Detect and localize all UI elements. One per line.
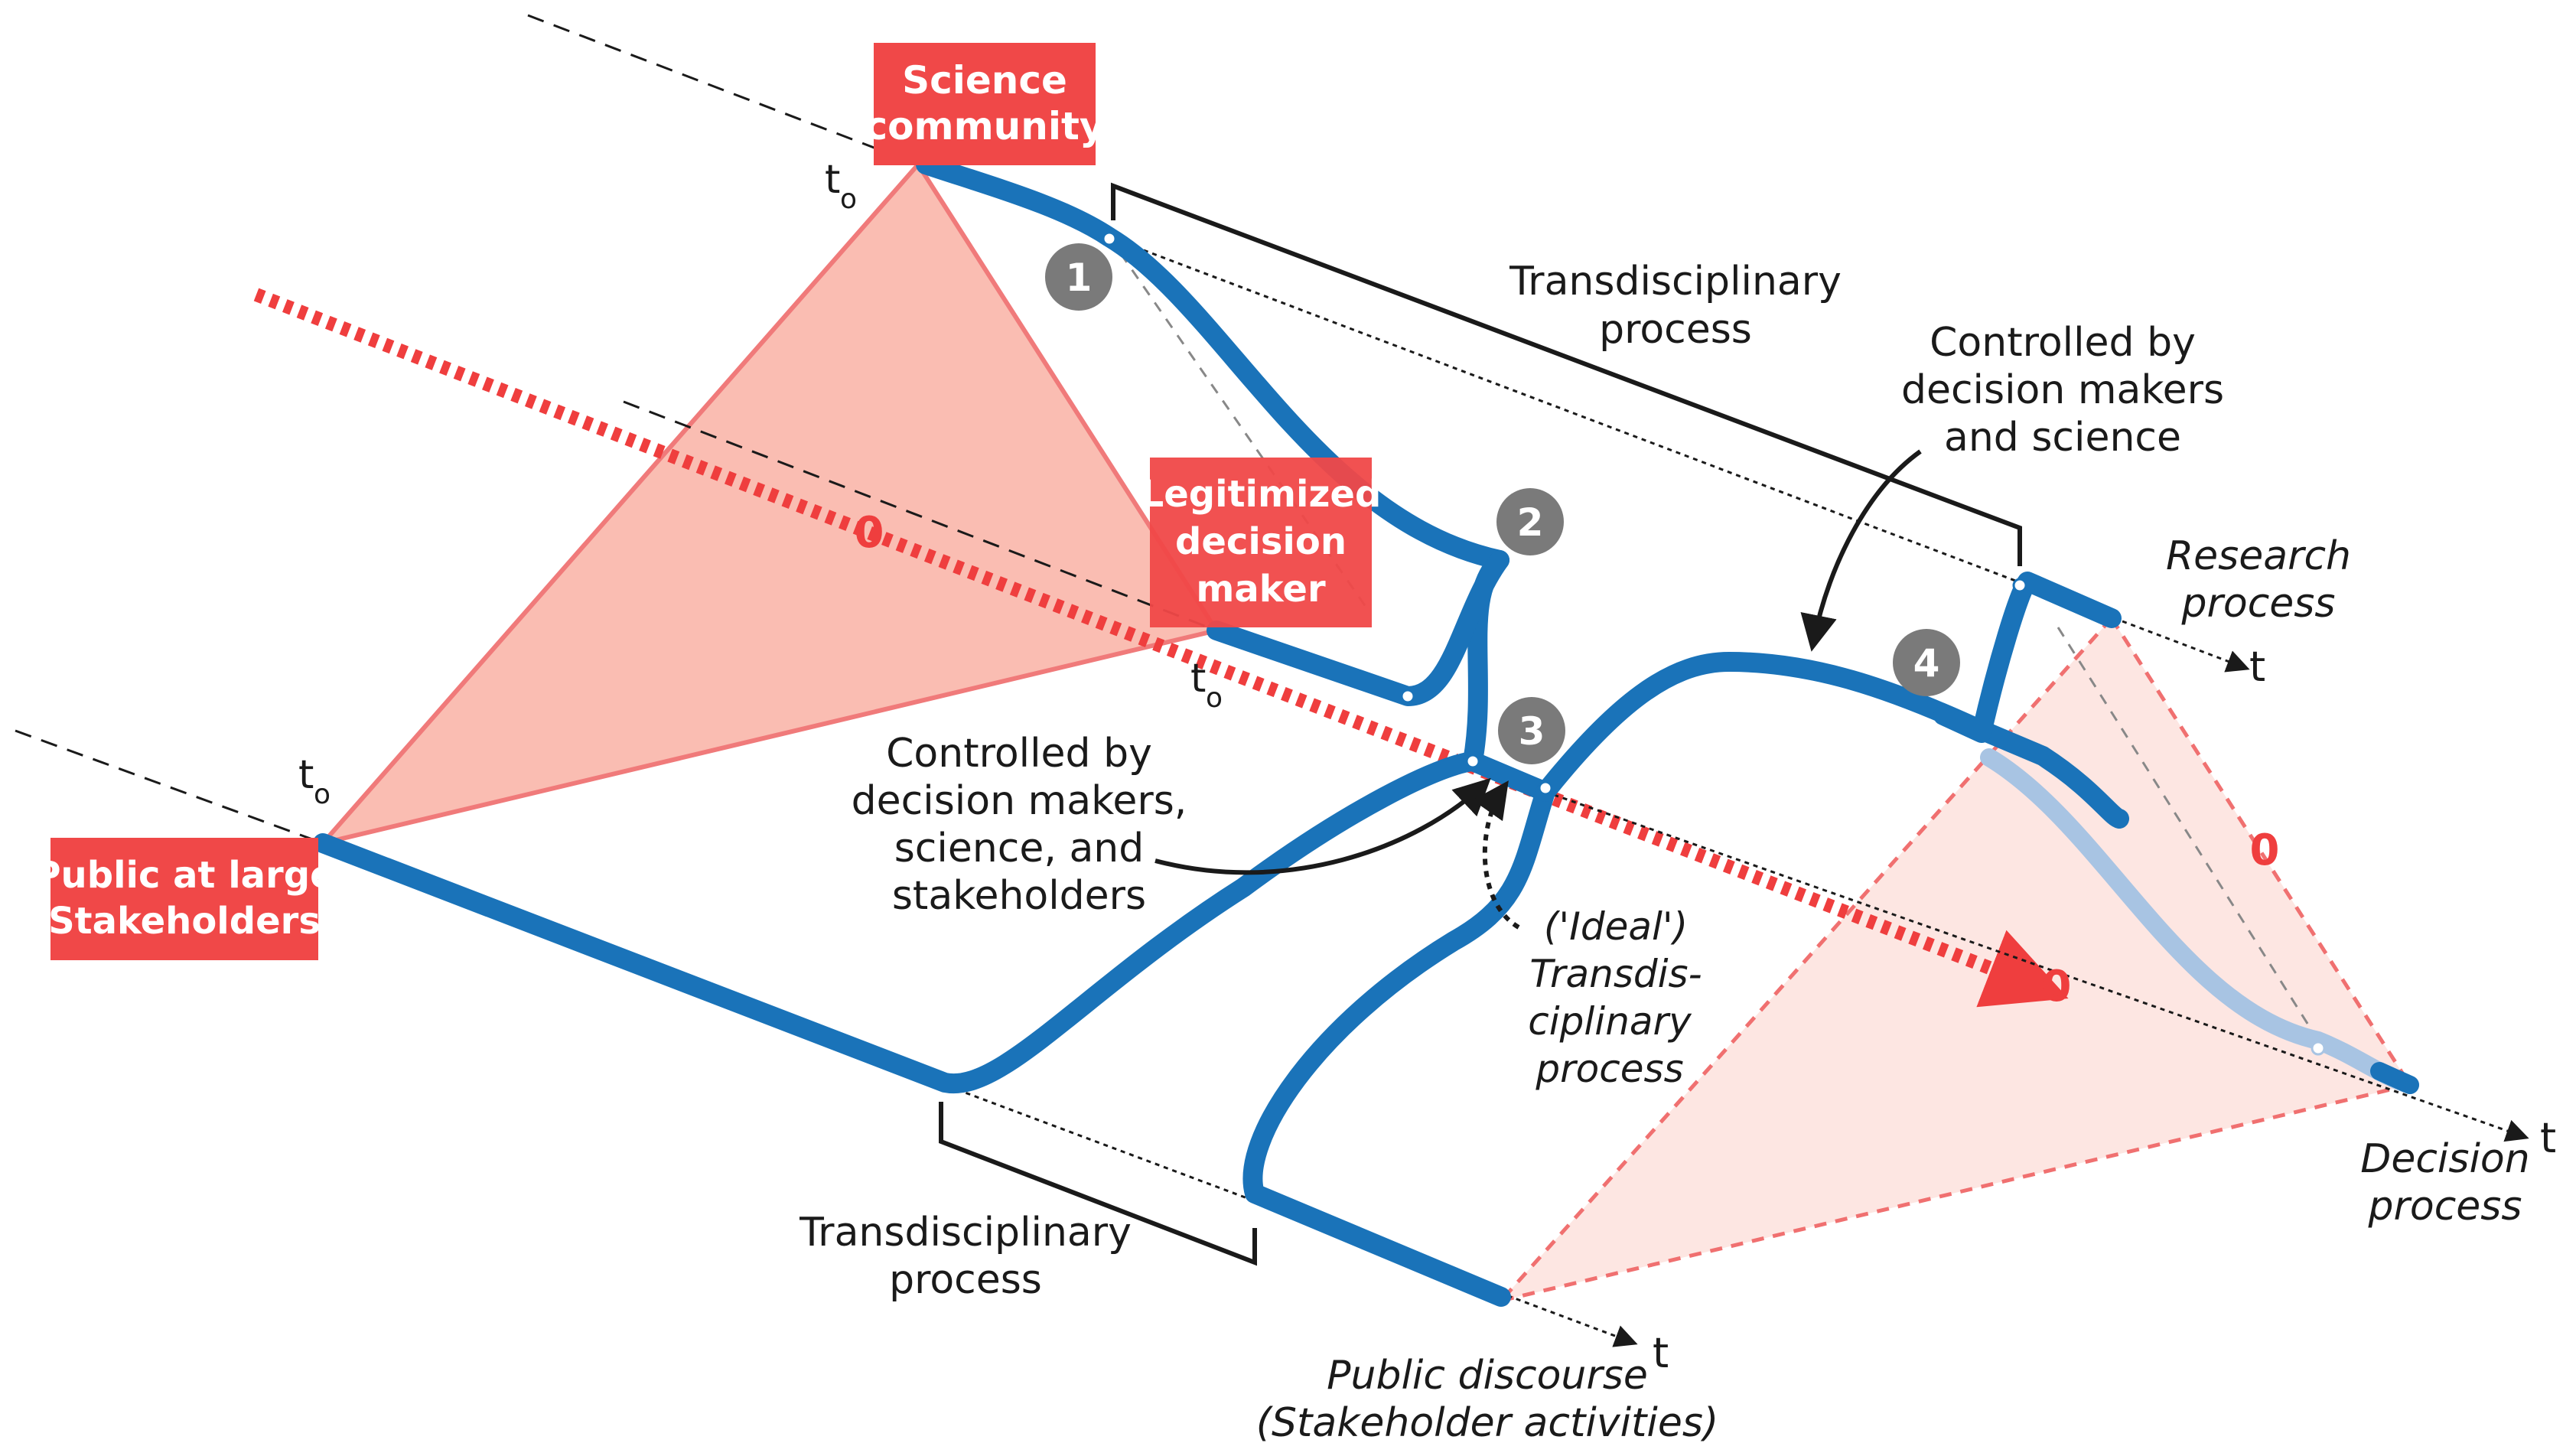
future-link — [2057, 627, 2320, 1041]
svg-text:decision makers,: decision makers, — [852, 778, 1187, 824]
svg-text:Decision: Decision — [2360, 1136, 2529, 1182]
process-paths — [313, 155, 2129, 1307]
decision-axis-past — [623, 400, 1217, 632]
research-path — [916, 155, 1509, 771]
svg-text:process: process — [2368, 1184, 2522, 1230]
bracket-bottom — [939, 1102, 1257, 1266]
svg-text:maker: maker — [1196, 568, 1326, 611]
t-research: t — [2249, 643, 2265, 691]
svg-text:Science: Science — [902, 58, 1067, 103]
controlled-all-label: Controlled by decision makers, science, … — [852, 731, 1187, 919]
t0-science: t o — [825, 157, 857, 215]
svg-text:3: 3 — [1519, 709, 1545, 754]
public-box: Public at large (Stakeholders) — [31, 838, 337, 960]
svg-text:Transdisciplinary: Transdisciplinary — [1509, 259, 1842, 305]
svg-text:o: o — [1206, 682, 1223, 714]
svg-text:process: process — [2181, 581, 2336, 627]
research-process-label: Research process — [2166, 533, 2351, 627]
decision-maker-path — [1207, 550, 1509, 706]
td-process-top-label: Transdisciplinary process — [1509, 259, 1842, 353]
svg-text:(Stakeholder activities): (Stakeholder activities) — [1256, 1400, 1719, 1446]
decision-axis — [1545, 790, 2529, 1142]
central-time-axis — [253, 288, 2069, 1008]
research-axis-past — [527, 14, 919, 166]
svg-text:ciplinary: ciplinary — [1528, 999, 1692, 1044]
junction-dot — [1400, 689, 1415, 704]
controlled-dms-label: Controlled by decision makers and scienc… — [1901, 320, 2224, 461]
svg-text:Research: Research — [2166, 533, 2351, 579]
svg-text:decision makers: decision makers — [1901, 367, 2224, 413]
decision-path — [1536, 652, 2129, 829]
t0-decision: t o — [1190, 656, 1223, 714]
bracket-top — [1111, 182, 2022, 566]
decision-path-future — [1980, 748, 2419, 1094]
ideal-process-arrow — [1472, 780, 1520, 930]
svg-text:process: process — [1599, 307, 1752, 353]
ideal-segment — [1463, 751, 1555, 802]
decision-path-end — [2370, 1062, 2419, 1094]
svg-text:Public at large: Public at large — [34, 854, 334, 897]
svg-text:o: o — [840, 184, 857, 215]
svg-text:Public discourse: Public discourse — [1327, 1353, 1648, 1399]
decision-maker-box: Legitimized decision maker — [1141, 458, 1382, 627]
svg-text:Transdis-: Transdis- — [1529, 952, 1702, 996]
science-community-box: Science community — [865, 43, 1105, 165]
svg-text:science, and: science, and — [894, 826, 1145, 871]
public-axis-past — [15, 729, 324, 845]
junction-dot — [1465, 754, 1480, 769]
t-decision: t — [2540, 1114, 2556, 1162]
origin-marker: 0 — [855, 508, 884, 558]
t0-public: t o — [298, 752, 331, 810]
svg-text:Controlled by: Controlled by — [1930, 320, 2196, 366]
svg-text:t: t — [825, 157, 840, 203]
step-badge-4: 4 — [1893, 629, 1960, 696]
svg-text:process: process — [1535, 1047, 1683, 1091]
junction-dot — [2311, 1041, 2326, 1056]
svg-text:(Stakeholders): (Stakeholders) — [31, 900, 337, 943]
svg-text:t: t — [1190, 656, 1206, 702]
controlled-all-arrow — [1154, 777, 1491, 875]
origin-marker: 0 — [2042, 962, 2072, 1011]
svg-text:stakeholders: stakeholders — [892, 873, 1146, 919]
origin-marker: 0 — [2250, 826, 2280, 875]
svg-text:and science: and science — [1944, 415, 2181, 461]
td-process-bottom-label: Transdisciplinary process — [799, 1210, 1132, 1303]
decision-process-label: Decision process — [2360, 1136, 2529, 1230]
public-axis — [948, 1085, 1638, 1347]
svg-text:Legitimized: Legitimized — [1141, 473, 1382, 516]
svg-text:4: 4 — [1913, 641, 1940, 686]
step-badge-2: 2 — [1496, 488, 1564, 555]
svg-text:process: process — [889, 1257, 1042, 1303]
controlled-dms-arrow — [1800, 449, 1922, 652]
svg-text:2: 2 — [1517, 500, 1544, 545]
svg-text:decision: decision — [1175, 520, 1347, 563]
svg-text:1: 1 — [1066, 256, 1093, 300]
svg-text:('Ideal'): ('Ideal') — [1544, 904, 1688, 949]
svg-text:t: t — [298, 752, 314, 798]
junction-dot — [2012, 578, 2027, 593]
svg-text:community: community — [865, 104, 1104, 148]
public-discourse-path — [1242, 782, 1555, 1307]
public-path — [313, 751, 1483, 1094]
junction-dot — [1538, 780, 1553, 796]
future-triangle-edge — [2109, 617, 2412, 1086]
ideal-process-label: ('Ideal') Transdis- ciplinary process — [1528, 904, 1702, 1091]
junction-dot — [1102, 231, 1117, 246]
step-badge-3: 3 — [1498, 697, 1565, 764]
t-public: t — [1653, 1329, 1669, 1377]
future-triangle-edge — [1500, 1083, 2411, 1303]
step-badge-1: 1 — [1045, 243, 1112, 311]
svg-text:Controlled by: Controlled by — [886, 731, 1152, 777]
public-discourse-label: Public discourse (Stakeholder activities… — [1256, 1353, 1719, 1446]
svg-text:o: o — [314, 779, 331, 810]
origin-triangle — [316, 161, 1220, 848]
svg-text:Transdisciplinary: Transdisciplinary — [799, 1210, 1132, 1256]
